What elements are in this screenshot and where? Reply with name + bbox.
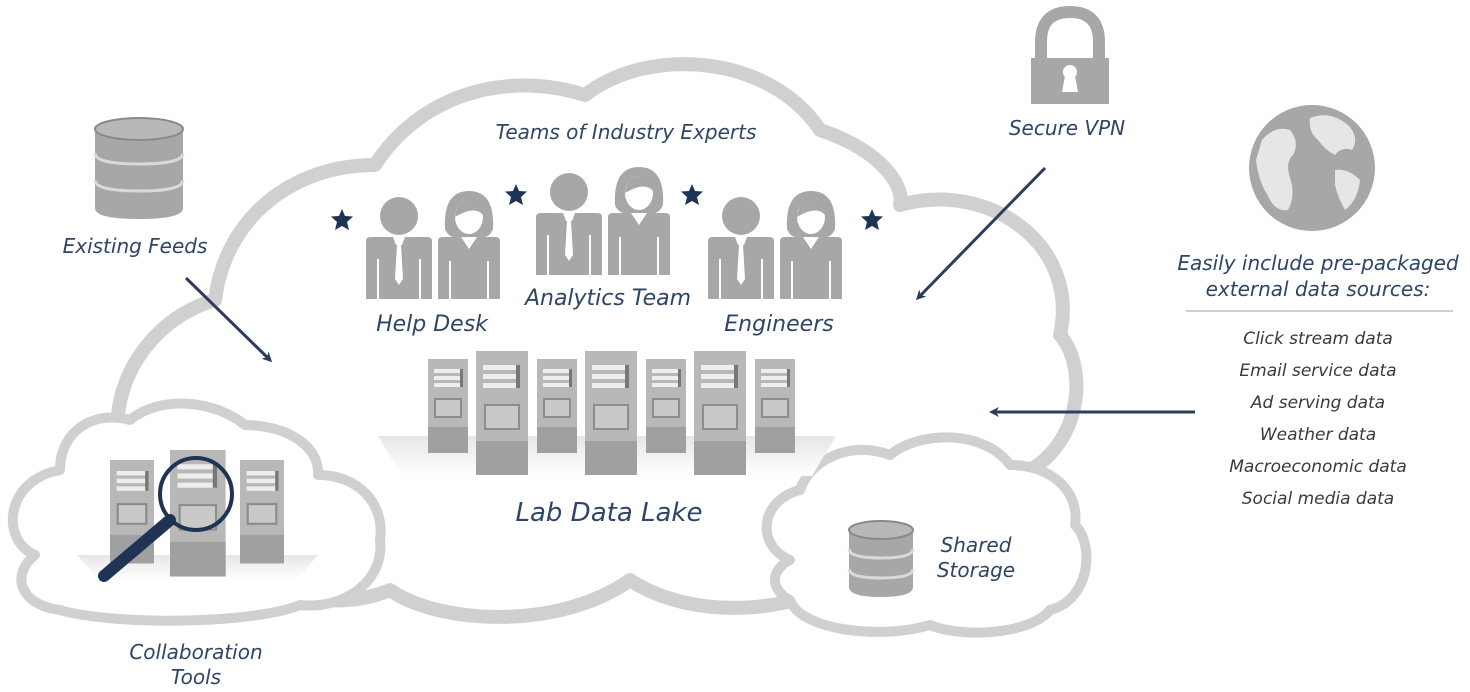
- database-icon: [93, 117, 185, 219]
- external-heading-line1: Easily include pre-packaged: [1177, 251, 1459, 275]
- external-source-item: Click stream data: [1243, 329, 1393, 349]
- collaboration-servers-icon: [77, 448, 318, 580]
- external-source-item: Ad serving data: [1250, 393, 1385, 413]
- external-source-item: Macroeconomic data: [1229, 457, 1407, 477]
- collaboration-label-line2: Tools: [171, 665, 221, 689]
- data-lake-servers-icon: [378, 350, 836, 476]
- arrow-existing-feeds: [184, 276, 273, 363]
- lock-icon: [1031, 5, 1109, 104]
- external-heading-line2: external data sources:: [1206, 277, 1431, 301]
- cloud-title: Teams of Industry Experts: [496, 120, 757, 144]
- external-source-item: Social media data: [1242, 489, 1394, 509]
- external-source-item: Email service data: [1239, 361, 1396, 381]
- arrow-secure-vpn: [915, 166, 1047, 301]
- team-label-help-desk: Help Desk: [376, 312, 489, 337]
- collaboration-label-line1: Collaboration: [129, 640, 262, 664]
- globe-icon: [1249, 105, 1375, 231]
- team-label-engineers: Engineers: [724, 312, 833, 337]
- existing-feeds-label: Existing Feeds: [63, 234, 208, 258]
- shared-storage-label-line1: Shared: [941, 533, 1012, 557]
- secure-vpn-label: Secure VPN: [1009, 116, 1125, 140]
- data-lake-label: Lab Data Lake: [515, 498, 702, 528]
- barrel-icon: [847, 520, 915, 597]
- external-source-item: Weather data: [1260, 425, 1376, 445]
- shared-storage-label-line2: Storage: [937, 558, 1015, 582]
- team-label-analytics: Analytics Team: [523, 286, 691, 311]
- magnifier-icon: [98, 456, 234, 582]
